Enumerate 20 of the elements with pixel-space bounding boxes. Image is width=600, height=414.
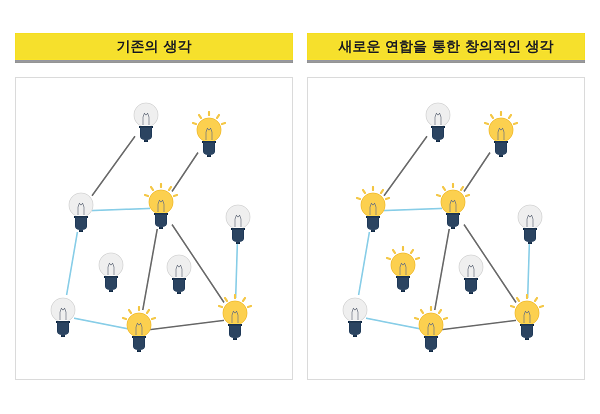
connector-line [526, 244, 530, 298]
connector-line [366, 317, 420, 330]
connector-line [383, 136, 428, 196]
connector-line [171, 224, 225, 303]
connector-line [442, 320, 516, 330]
connector-line [358, 232, 370, 296]
connector-line [142, 228, 158, 310]
connector-line [150, 320, 224, 330]
connector-line [66, 232, 78, 296]
connector-line [74, 317, 128, 330]
connector-line [434, 228, 450, 310]
heading-text: 기존의 생각 [116, 38, 192, 56]
connector-line [92, 208, 150, 212]
connector-line [234, 244, 238, 298]
connector-line [463, 224, 517, 303]
connector-line [171, 152, 199, 192]
connector-line [463, 152, 491, 192]
heading-text: 새로운 연합을 통한 창의적인 생각 [338, 38, 554, 56]
connector-line [91, 136, 136, 196]
connector-line [384, 208, 442, 212]
